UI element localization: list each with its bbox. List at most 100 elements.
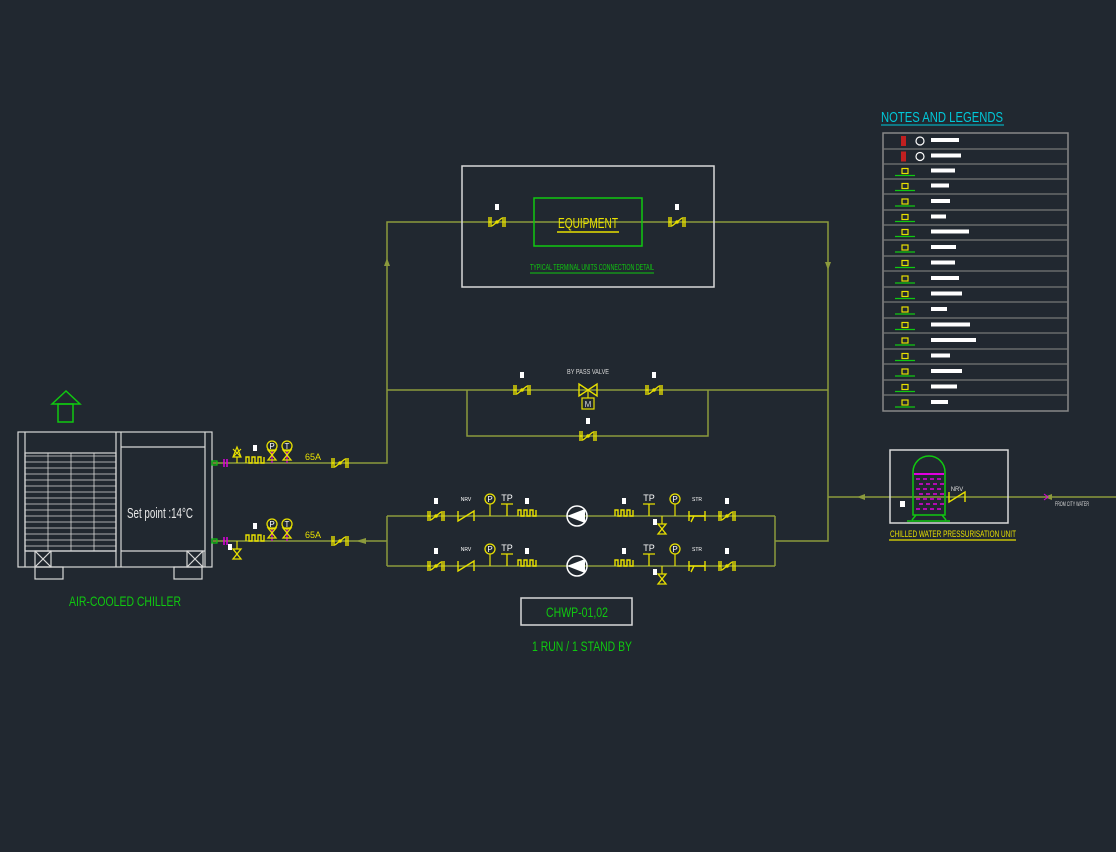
butterfly-valve-icon[interactable] [427,498,445,521]
pressurisation-unit-frame[interactable] [889,449,1009,524]
expansion-tank-icon [907,455,950,522]
strainer-icon[interactable]: STR [688,547,706,573]
pressure-gauge-icon-label: P [672,545,677,554]
butterfly-valve-icon[interactable] [645,372,663,395]
legend-symbol-icon [901,136,906,146]
butterfly-valve-icon[interactable] [718,498,736,521]
pressure-gauge-icon-label: P [487,495,492,504]
legend-row [895,321,970,331]
legend-text-redacted [931,276,959,280]
legend-text-redacted [931,384,957,389]
gate-valve-icon[interactable] [281,449,293,461]
legend-text-redacted [931,260,955,265]
legend-text-redacted [931,291,962,296]
gate-valve-icon[interactable] [266,527,278,539]
legend-row [895,368,962,377]
pressure-gauge-icon: P [266,440,278,463]
legend-text-redacted [931,199,950,203]
legend-row [895,244,956,253]
legend-symbol-icon [901,182,909,190]
legend-symbol-icon [901,321,909,329]
bypass-label: BY PASS VALVE [567,369,609,376]
legend-row [895,167,955,177]
gate-valve-icon[interactable] [656,573,668,585]
air-vent-icon[interactable] [232,445,242,463]
butterfly-valve-icon[interactable] [488,204,506,227]
pressure-gauge-icon: P [266,518,278,541]
gate-valve-icon[interactable] [266,449,278,461]
gate-valve-icon[interactable] [231,548,243,560]
legend-symbol-icon [901,337,909,344]
pipework [213,221,1116,567]
pump-icon[interactable] [566,555,588,577]
pump-note: 1 RUN / 1 STAND BY [532,638,632,654]
gate-valve-icon[interactable] [578,382,598,398]
thermometer-icon-label: T [285,442,290,451]
pressure-gauge-icon: P [669,493,681,516]
legend-symbol-icon [901,306,909,313]
test-point-label: TP [643,493,655,503]
pump-icon[interactable] [566,505,588,527]
legend-symbol-icon [901,151,906,162]
legend-symbol-icon [901,383,909,391]
valve-label: NRV [461,547,472,553]
legend-text-redacted [931,153,961,158]
flexible-connector-icon [517,548,537,567]
legend-row [895,290,962,300]
pressurisation-label: CHILLED WATER PRESSURISATION UNIT [890,529,1016,539]
pressure-gauge-icon: P [484,493,496,516]
pressure-gauge-icon: P [484,543,496,566]
legend-row [895,352,950,362]
butterfly-valve-icon[interactable] [579,418,597,441]
gate-valve-icon[interactable] [656,523,668,535]
legend-row [895,306,947,315]
check-valve-icon[interactable]: NRV [457,497,475,523]
legend-text-redacted [931,338,976,342]
strainer-icon[interactable]: STR [688,497,706,523]
flow-arrow-icon [857,494,865,500]
equipment-box[interactable] [533,197,643,247]
legend-symbol-icon [901,259,909,267]
supply-pipe [213,221,829,542]
legend-symbol-icon [901,198,909,205]
legend-row [895,259,955,269]
butterfly-valve-icon[interactable] [331,458,349,468]
flow-arrow-icon [384,258,390,266]
legend-text-redacted [931,369,962,373]
supply-size-label: 65A [305,452,321,462]
test-point-label: TP [643,543,655,553]
butterfly-valve-icon[interactable] [427,548,445,571]
equipment-caption: TYPICAL TERMINAL UNITS CONNECTION DETAIL [530,263,654,272]
drain-valve-icon[interactable] [228,541,238,550]
flexible-connector-icon [614,498,634,517]
gate-valve-icon[interactable] [281,527,293,539]
butterfly-valve-icon[interactable] [668,204,686,227]
flexible-connector-icon [614,548,634,567]
legend-row [895,337,976,346]
pressurisation-nrv-label: NRV [951,487,964,493]
thermometer-icon: T [281,518,293,541]
valve-label: NRV [461,497,472,503]
butterfly-valve-icon[interactable] [331,536,349,546]
drain-valve-icon[interactable] [653,516,663,525]
legend-text-redacted [931,138,959,142]
legend-symbol-icon [901,399,909,406]
legend-symbol-icon [901,275,909,282]
valve-label: STR [692,547,702,553]
check-valve-icon[interactable]: NRV [457,547,475,573]
equipment-label: EQUIPMENT [558,215,618,232]
flexible-connector-icon [245,445,265,464]
air-cooled-chiller[interactable] [17,431,213,580]
legend-row [895,198,950,207]
setpoint-label: Set point :14°C [127,505,193,522]
valve-label: STR [692,497,702,503]
drain-valve-icon[interactable] [653,566,663,575]
legend-table [882,132,1069,412]
legend-row [901,151,961,162]
pressure-gauge-icon-label: P [269,442,274,451]
test-point-label: TP [501,493,513,503]
legend-text-redacted [931,400,948,404]
butterfly-valve-icon[interactable] [513,372,531,395]
butterfly-valve-icon[interactable] [718,548,736,571]
check-valve-icon[interactable] [948,490,966,504]
